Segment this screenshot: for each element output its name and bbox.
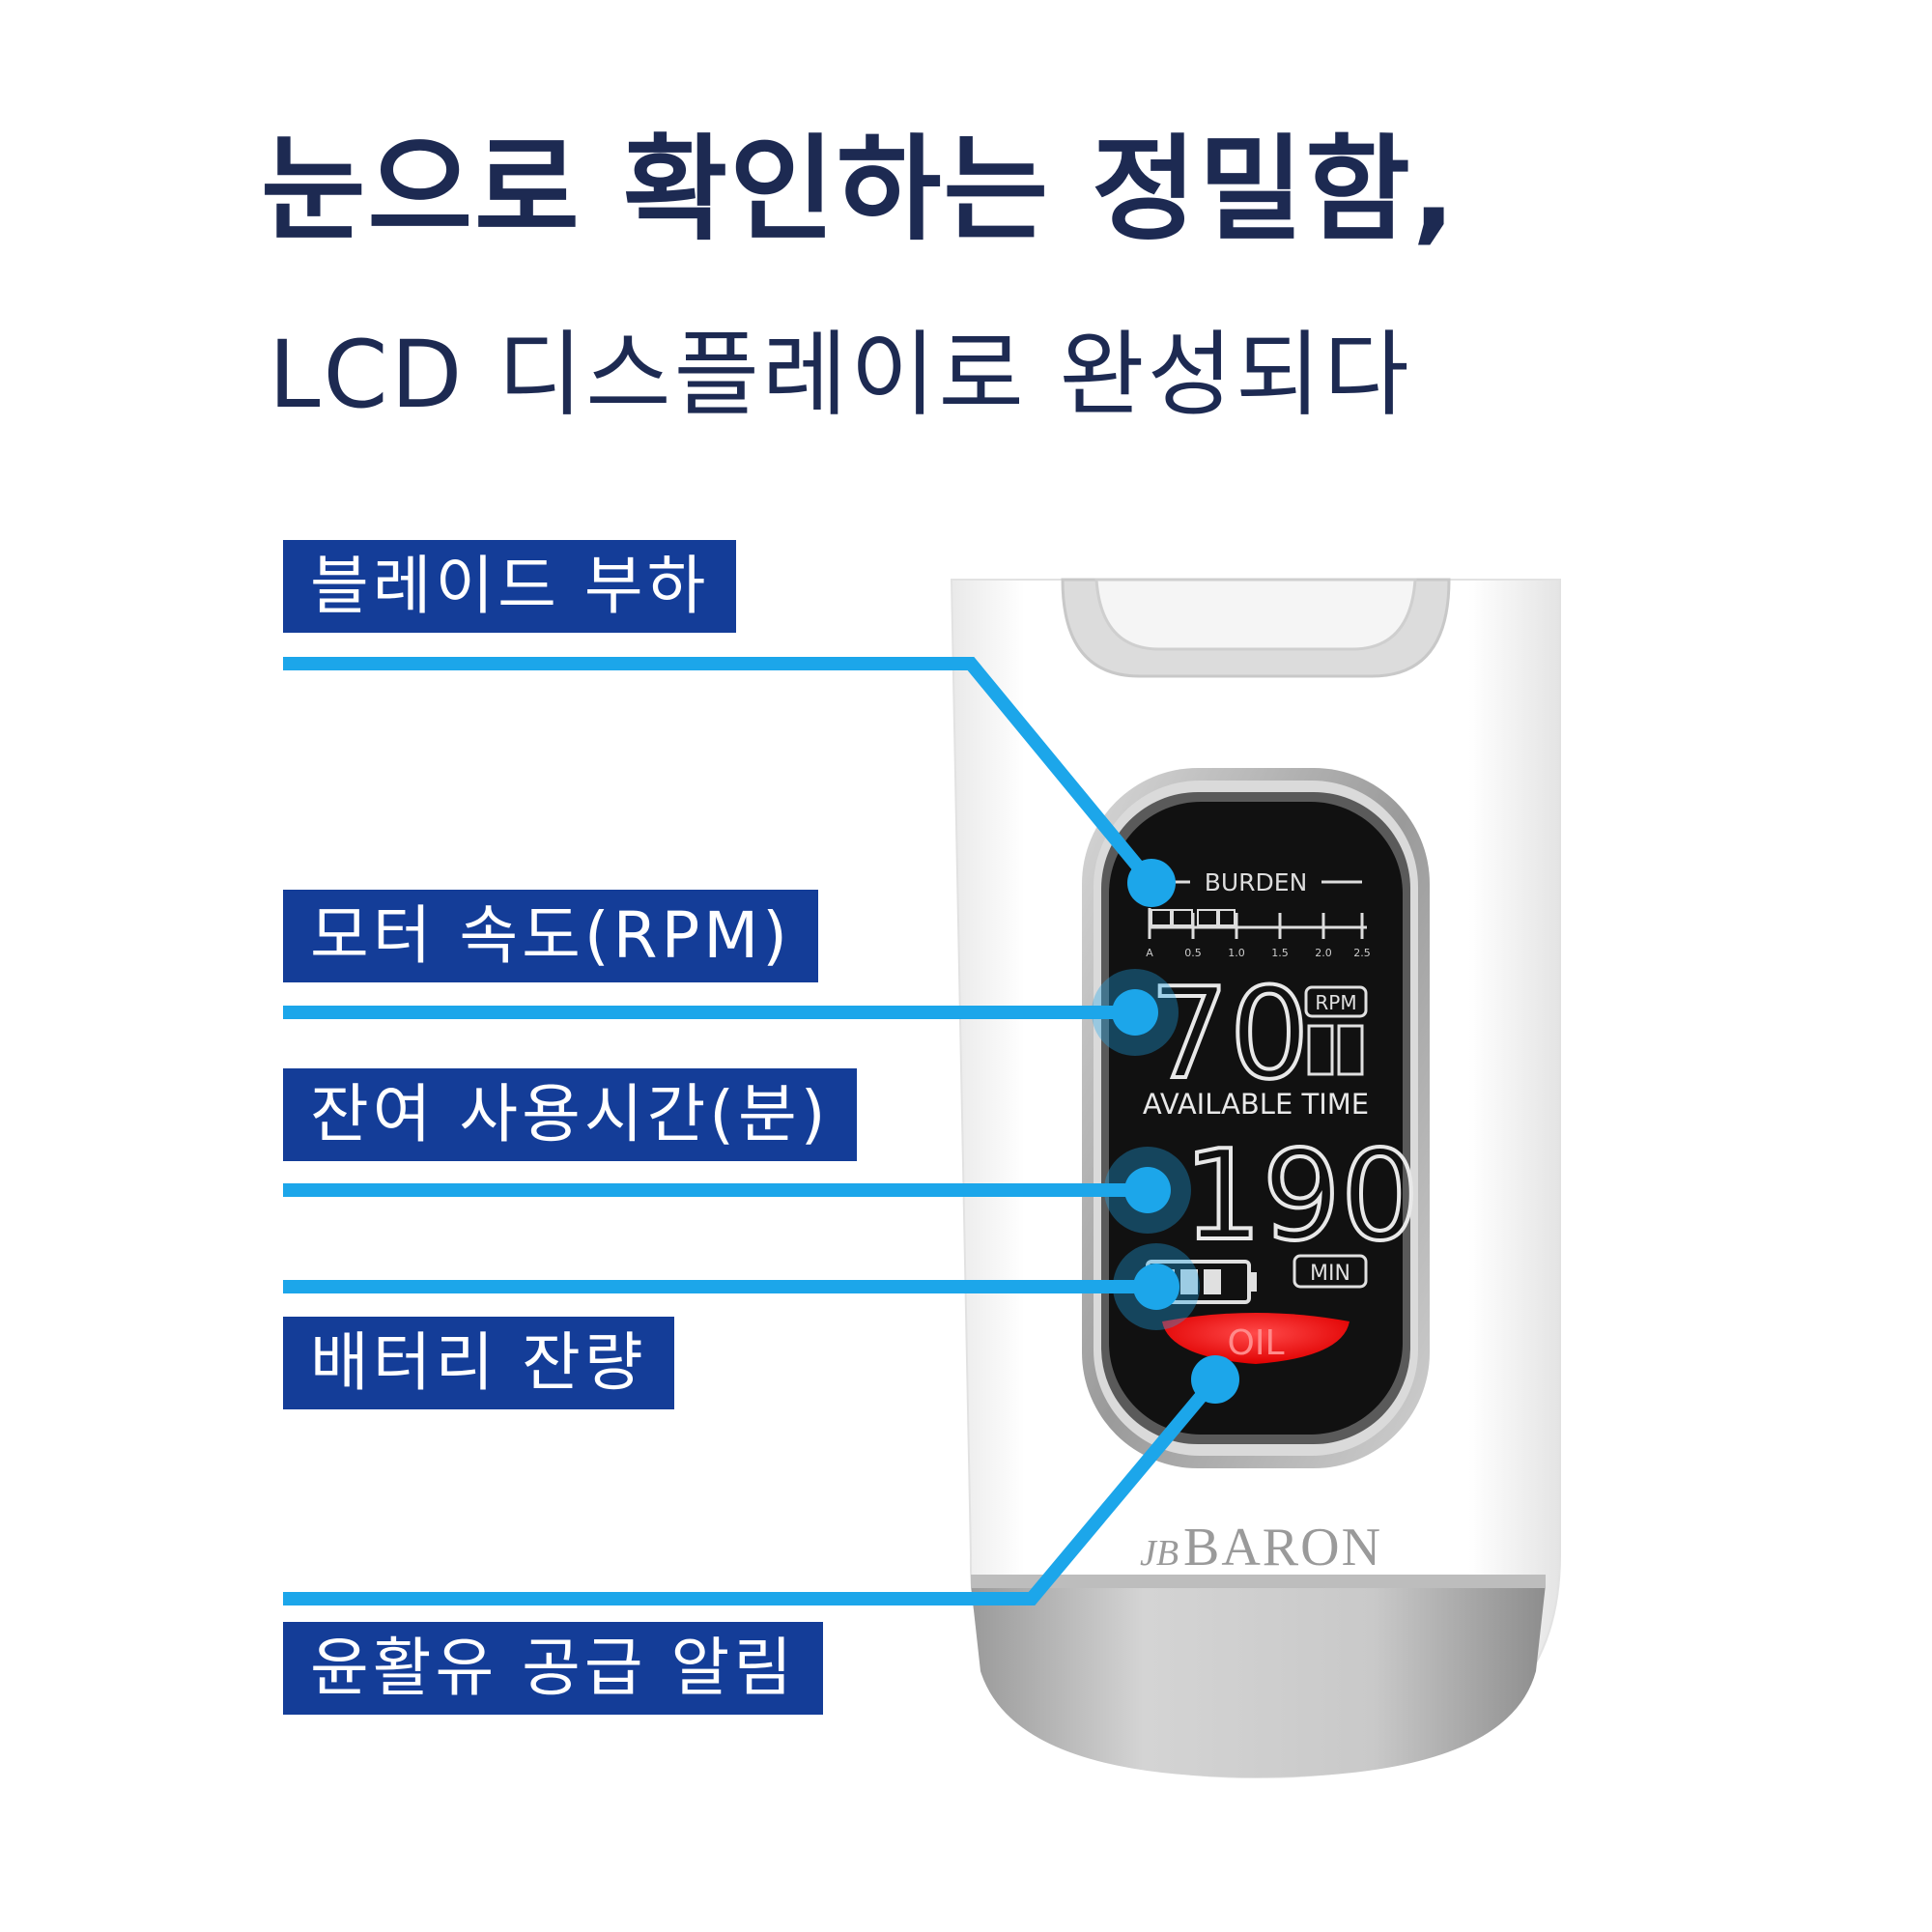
scale-tick-label: 2.5	[1353, 947, 1371, 959]
subheadline: LCD 디스플레이로 완성되다	[269, 321, 1412, 429]
scale-tick-label: 0.5	[1184, 947, 1202, 959]
brand-logo: JB BARON	[1140, 1518, 1382, 1577]
dot-burden	[1127, 859, 1176, 907]
time-value: 190	[1183, 1124, 1419, 1268]
dot-rpm	[1112, 989, 1158, 1036]
time-unit: MIN	[1310, 1262, 1350, 1286]
leader-line-oil	[283, 1375, 1221, 1605]
rpm-value: 70	[1150, 960, 1309, 1107]
available-time-readout: AVAILABLE TIME 190 MIN	[1143, 1088, 1421, 1289]
callout-label-battery: 배터리 잔량	[283, 1317, 674, 1409]
scale-tick-label: 1.5	[1271, 947, 1289, 959]
callout-label-motor-speed: 모터 속도(RPM)	[283, 890, 818, 982]
power-button[interactable]	[1061, 578, 1451, 678]
scale-tick-label: 2.0	[1315, 947, 1332, 959]
available-time-label: AVAILABLE TIME	[1143, 1088, 1369, 1121]
dot-oil	[1191, 1355, 1239, 1404]
headline: 눈으로 확인하는 정밀함,	[261, 123, 1458, 256]
callout-label-blade-load: 블레이드 부하	[283, 540, 737, 633]
dot-battery	[1133, 1264, 1179, 1310]
brand-monogram: JB	[1140, 1533, 1179, 1574]
brand-name: BARON	[1183, 1518, 1382, 1577]
callout-label-oil-alert: 윤활유 공급 알림	[283, 1622, 823, 1715]
callout-dots	[1092, 859, 1239, 1404]
scale-tick-label: A	[1146, 947, 1153, 959]
oil-indicator: OIL	[1162, 1313, 1350, 1364]
callout-label-remaining-time: 잔여 사용시간(분)	[283, 1068, 857, 1161]
burden-label: BURDEN	[1205, 868, 1308, 896]
rpm-unit: RPM	[1315, 991, 1356, 1014]
oil-label: OIL	[1227, 1323, 1284, 1363]
scale-tick-label: 1.0	[1228, 947, 1245, 959]
leader-lines	[283, 657, 1221, 1605]
dot-time	[1124, 1167, 1171, 1213]
rpm-readout: 70 RPM	[1148, 958, 1368, 1109]
leader-line-burden	[283, 657, 1157, 888]
